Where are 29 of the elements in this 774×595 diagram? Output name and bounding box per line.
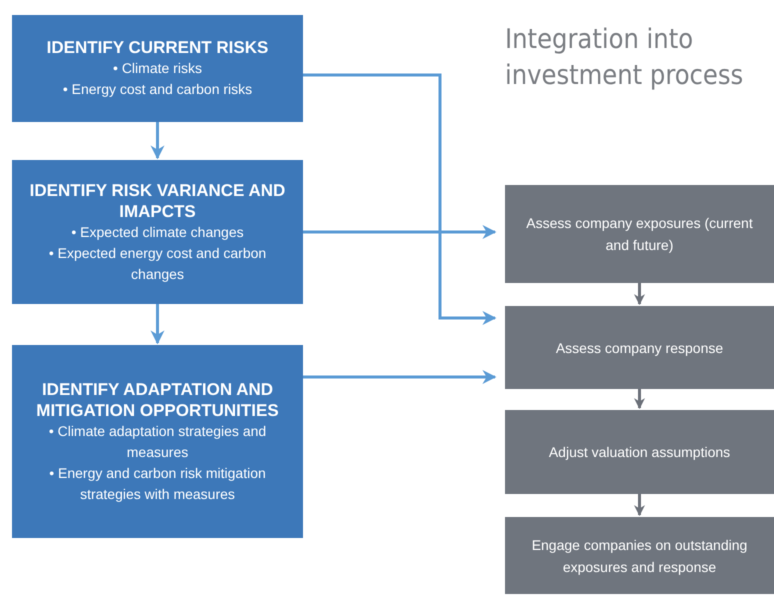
arrow [303, 225, 496, 239]
bullet-item: • Expected climate changes [71, 222, 244, 242]
arrow [150, 304, 164, 344]
diagram-title: Integration into investment process [505, 23, 744, 93]
process-text: Engage companies on outstanding exposures and response [530, 536, 748, 577]
step-heading: IDENTIFY RISK VARIANCE AND IMAPCTS [28, 180, 286, 222]
process-box [505, 517, 774, 594]
bullet-item: • Energy cost and carbon risks [62, 80, 252, 99]
step-heading: IDENTIFY ADAPTATION AND MITIGATION OPPORTUNITIES [35, 378, 280, 420]
bullet-item: • Expected energy cost and carbon changes [48, 244, 268, 284]
bullet-item: • Energy and carbon risk mitigation strategies with measures [48, 464, 267, 504]
bullet-item: • Climate risks [113, 59, 202, 78]
process-box [505, 410, 774, 494]
step-box [12, 160, 303, 304]
arrow [150, 122, 164, 160]
arrow [634, 389, 645, 410]
step-box [12, 345, 303, 538]
process-text: Assess company exposures (current and future) [525, 214, 754, 255]
process-text: Assess company response [556, 338, 724, 358]
arrow [303, 370, 496, 384]
process-box [505, 306, 774, 389]
process-box [505, 185, 774, 283]
arrow [634, 494, 645, 516]
arrow [303, 74, 496, 325]
step-heading: IDENTIFY CURRENT RISKS [46, 37, 268, 58]
step-box [12, 15, 303, 122]
arrow [634, 283, 645, 306]
process-text: Adjust valuation assumptions [548, 443, 730, 462]
bullet-item: • Climate adaptation strategies and measures [48, 422, 268, 462]
